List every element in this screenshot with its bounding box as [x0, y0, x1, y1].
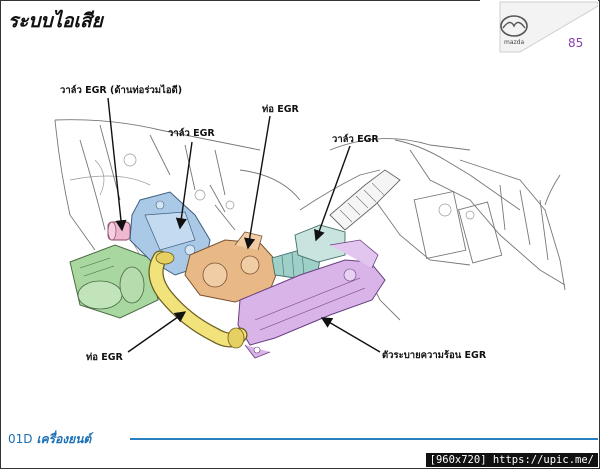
slide-title: ระบบไอเสีย [8, 10, 103, 32]
egr-cooler [237, 239, 386, 359]
arrow-egr-valve-right [314, 145, 351, 242]
label-egr-valve-right: วาล์ว EGR [332, 134, 379, 145]
arrow-egr-cooler [320, 317, 381, 353]
label-egr-cooler: ตัวระบายความร้อน EGR [382, 350, 487, 361]
label-egr-valve-left: วาล์ว EGR [168, 128, 215, 139]
arrow-egr-valve-left [175, 141, 193, 230]
footer-brand: เครื่องยนต์ [36, 432, 92, 446]
label-egr-pipe-bottom: ท่อ EGR [86, 352, 123, 363]
egr-valve-pink [107, 221, 131, 241]
engine-detail-lines [69, 153, 475, 256]
egr-valve-right [294, 224, 346, 263]
egr-valve-blue [129, 191, 211, 276]
arrow-egr-pipe-top [244, 115, 271, 250]
arrow-egr-valve-intake [107, 97, 127, 232]
intake-hose [329, 169, 401, 231]
page-number: 85 [568, 36, 584, 50]
label-egr-valve-intake: วาล์ว EGR (ด้านท่อร่วมไอดี) [60, 85, 183, 96]
filter-module [69, 244, 159, 319]
label-egr-pipe-top: ท่อ EGR [262, 104, 299, 115]
arrow-egr-pipe-bottom [127, 311, 187, 353]
egr-pipe-yellow [148, 250, 248, 349]
footer-code: 01D [8, 432, 33, 446]
watermark: [960x720] https://upic.me/ [425, 453, 598, 467]
footer-divider [130, 438, 598, 440]
engine-outline [54, 119, 566, 321]
logo-wordmark: mazda [504, 39, 524, 46]
mazda-logo: mazda [480, 0, 599, 60]
